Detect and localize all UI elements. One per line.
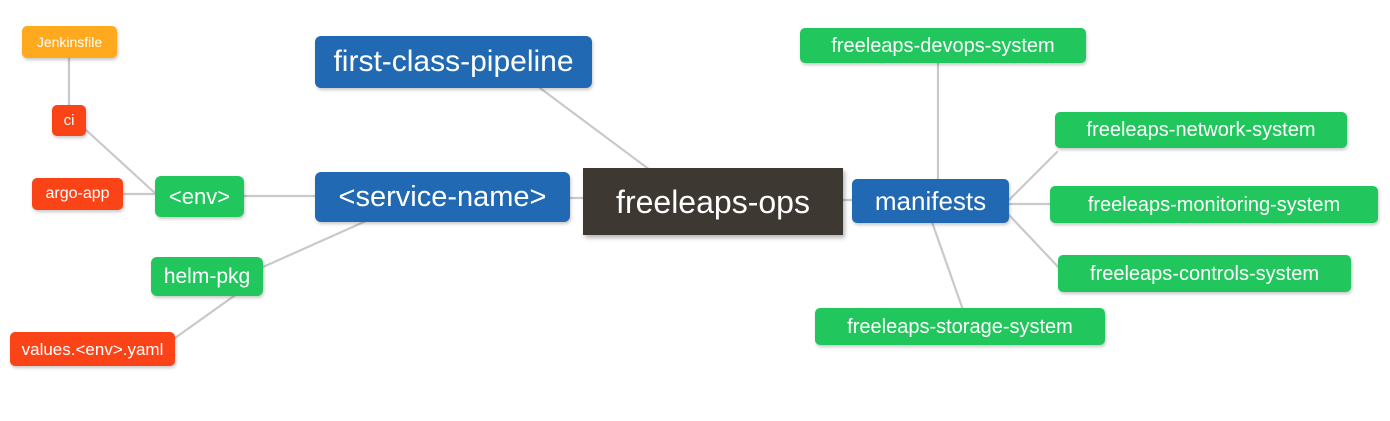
node-freeleaps-controls-system-label: freeleaps-controls-system — [1090, 262, 1319, 285]
node-manifests[interactable]: manifests — [852, 179, 1009, 223]
node-helm-pkg-label: helm-pkg — [163, 265, 251, 288]
node-first-class-pipeline[interactable]: first-class-pipeline — [315, 36, 592, 88]
node-argo-app[interactable]: argo-app — [32, 178, 123, 210]
node-freeleaps-monitoring-system-label: freeleaps-monitoring-system — [1087, 193, 1341, 216]
node-freeleaps-storage-system[interactable]: freeleaps-storage-system — [815, 308, 1105, 345]
node-manifests-label: manifests — [874, 186, 987, 216]
node-freeleaps-storage-system-label: freeleaps-storage-system — [847, 315, 1073, 338]
node-first-class-pipeline-label: first-class-pipeline — [333, 45, 574, 78]
edge-manifests-network — [1007, 150, 1059, 202]
node-argo-app-label: argo-app — [45, 185, 110, 202]
edge-firstclasspipeline-root — [538, 86, 652, 172]
node-env[interactable]: <env> — [155, 176, 244, 217]
node-freeleaps-ops-root[interactable]: freeleaps-ops — [583, 168, 843, 235]
edge-helmpkg-servicename — [261, 219, 368, 269]
node-freeleaps-network-system-label: freeleaps-network-system — [1086, 119, 1316, 141]
node-freeleaps-ops-label: freeleaps-ops — [616, 183, 810, 220]
node-values-env-yaml-label: values.<env>.yaml — [21, 339, 164, 359]
node-freeleaps-network-system[interactable]: freeleaps-network-system — [1055, 112, 1347, 148]
edge-manifests-storage — [930, 220, 965, 312]
node-service-name-label: <service-name> — [338, 180, 547, 213]
node-ci[interactable]: ci — [52, 105, 86, 136]
edge-ci-env — [84, 128, 158, 196]
node-ci-label: ci — [63, 112, 75, 129]
node-helm-pkg[interactable]: helm-pkg — [151, 257, 263, 296]
node-jenkinsfile-label: Jenkinsfile — [36, 34, 103, 50]
node-service-name[interactable]: <service-name> — [315, 172, 570, 222]
edge-manifests-controls — [1007, 213, 1064, 273]
node-jenkinsfile[interactable]: Jenkinsfile — [22, 26, 117, 58]
node-env-label: <env> — [168, 183, 231, 209]
node-freeleaps-monitoring-system[interactable]: freeleaps-monitoring-system — [1050, 186, 1378, 223]
node-values-env-yaml[interactable]: values.<env>.yaml — [10, 332, 175, 366]
node-freeleaps-controls-system[interactable]: freeleaps-controls-system — [1058, 255, 1351, 292]
node-freeleaps-devops-system[interactable]: freeleaps-devops-system — [800, 28, 1086, 63]
node-freeleaps-devops-system-label: freeleaps-devops-system — [831, 34, 1055, 57]
